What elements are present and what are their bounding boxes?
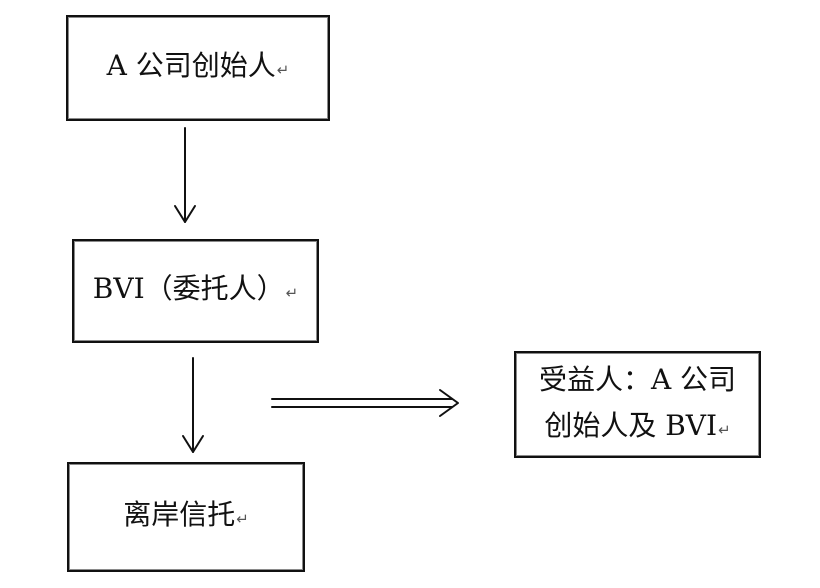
paragraph-mark-icon: ↵ — [276, 61, 290, 79]
node-bvi-label: BVI（委托人） — [92, 272, 285, 305]
paragraph-mark-icon: ↵ — [285, 284, 299, 302]
node-founder: A 公司创始人↵ — [66, 15, 330, 121]
arrow-founder-to-bvi — [174, 127, 196, 223]
node-beneficiary-line2-wrap: 创始人及 BVI↵ — [544, 403, 730, 453]
arrow-bvi-to-trust — [182, 357, 204, 453]
node-beneficiary-line1: 受益人：A 公司 — [538, 362, 737, 396]
paragraph-mark-icon: ↵ — [236, 510, 249, 528]
arrow-to-beneficiary — [271, 389, 459, 417]
node-bvi-text: BVI（委托人）↵ — [93, 266, 298, 316]
node-bvi-settlor: BVI（委托人）↵ — [72, 239, 319, 343]
arrow-founder-to-bvi-head — [174, 205, 196, 223]
paragraph-mark-icon: ↵ — [718, 420, 731, 439]
node-trust-text: 离岸信托↵ — [123, 492, 249, 542]
arrow-bvi-to-trust-head — [182, 435, 204, 453]
node-trust-label: 离岸信托 — [123, 498, 236, 531]
node-beneficiary: 受益人：A 公司 创始人及 BVI↵ — [514, 351, 761, 458]
node-beneficiary-line2: 创始人及 BVI — [544, 408, 718, 442]
arrow-to-beneficiary-head — [439, 389, 459, 417]
node-founder-text: A 公司创始人↵ — [107, 43, 290, 93]
node-offshore-trust: 离岸信托↵ — [67, 462, 305, 572]
node-founder-label: A 公司创始人 — [106, 49, 276, 82]
